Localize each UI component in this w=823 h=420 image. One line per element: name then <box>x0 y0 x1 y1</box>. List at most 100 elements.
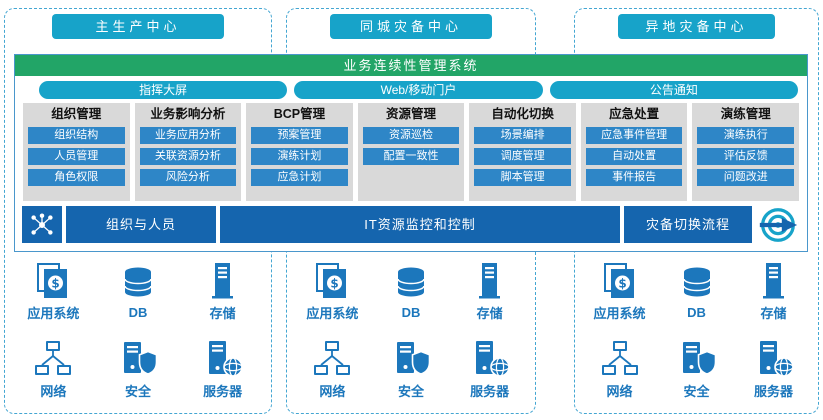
infra-label: 网络 <box>319 383 346 399</box>
module-item[interactable]: 事件报告 <box>585 169 683 186</box>
infrastructure-grid: 应用系统 DB 存储 网络 安全 服务器 <box>293 253 529 408</box>
infra-label: 应用系统 <box>27 306 80 322</box>
infrastructure-grid: 应用系统 DB 存储 网络 安全 服务器 <box>581 253 812 408</box>
network-icon <box>312 339 352 379</box>
infra-item: 服务器 <box>450 331 529 409</box>
modules-row: 组织管理 组织结构 人员管理 角色权限 业务影响分析 业务应用分析 关联资源分析… <box>15 99 807 201</box>
bcm-system-panel: 业务连续性管理系统 指挥大屏 Web/移动门户 公告通知 组织管理 组织结构 人… <box>14 54 808 252</box>
storage-icon <box>754 261 794 301</box>
infra-label: 存储 <box>476 306 503 322</box>
module-item[interactable]: 脚本管理 <box>474 169 571 186</box>
module-item[interactable]: 人员管理 <box>28 148 125 165</box>
module-title: 业务影响分析 <box>150 107 226 121</box>
database-icon <box>118 263 158 303</box>
module-item[interactable]: 角色权限 <box>28 169 125 186</box>
infra-item: 存储 <box>180 253 265 331</box>
infra-item: 应用系统 <box>11 253 96 331</box>
module-resource-mgmt: 资源管理 资源巡检 配置一致性 <box>357 103 465 201</box>
org-people-icon <box>22 206 62 243</box>
module-bcp-mgmt: BCP管理 预案管理 演练计划 应急计划 <box>246 103 353 201</box>
module-business-impact: 业务影响分析 业务应用分析 关联资源分析 风险分析 <box>134 103 242 201</box>
infra-item: DB <box>658 253 735 331</box>
portal-web-mobile[interactable]: Web/移动门户 <box>294 81 543 99</box>
portal-command-screen[interactable]: 指挥大屏 <box>39 81 288 99</box>
infra-item: 网络 <box>293 331 372 409</box>
center-title: 主生产中心 <box>51 14 225 39</box>
module-item[interactable]: 组织结构 <box>28 127 125 144</box>
portal-row: 指挥大屏 Web/移动门户 公告通知 <box>15 76 807 99</box>
network-icon <box>33 339 73 379</box>
security-icon <box>391 339 431 379</box>
infra-label: 服务器 <box>753 383 793 399</box>
module-item[interactable]: 预案管理 <box>251 127 348 144</box>
module-title: 自动化切换 <box>491 107 554 121</box>
module-item[interactable]: 关联资源分析 <box>139 148 237 165</box>
target-arrow-icon <box>756 203 800 247</box>
infra-label: 网络 <box>40 383 67 399</box>
portal-announcement[interactable]: 公告通知 <box>549 81 798 99</box>
infra-label: 服务器 <box>470 383 510 399</box>
module-item[interactable]: 自动处置 <box>585 148 683 165</box>
bar-it-monitoring[interactable]: IT资源监控和控制 <box>220 206 620 243</box>
app-system-icon <box>600 261 640 301</box>
infra-label: 应用系统 <box>306 306 359 322</box>
storage-icon <box>203 261 243 301</box>
server-icon <box>203 339 243 379</box>
module-drill-mgmt: 演练管理 演练执行 评估反馈 问题改进 <box>692 103 800 201</box>
module-item[interactable]: 评估反馈 <box>697 148 795 165</box>
infra-label: 安全 <box>683 383 710 399</box>
infra-item: 网络 <box>11 331 96 409</box>
module-auto-switch: 自动化切换 场景编排 调度管理 脚本管理 <box>469 103 576 201</box>
module-item[interactable]: 应急计划 <box>251 169 348 186</box>
module-item[interactable]: 资源巡检 <box>362 127 460 144</box>
infra-item: 服务器 <box>180 331 265 409</box>
module-item[interactable]: 业务应用分析 <box>139 127 237 144</box>
database-icon <box>677 263 717 303</box>
infra-item: DB <box>96 253 181 331</box>
network-icon <box>600 339 640 379</box>
module-title: 演练管理 <box>720 107 771 121</box>
bar-dr-switch-process[interactable]: 灾备切换流程 <box>624 206 752 243</box>
database-icon <box>391 263 431 303</box>
module-item[interactable]: 演练执行 <box>697 127 795 144</box>
infrastructure-grid: 应用系统 DB 存储 网络 安全 服务器 <box>11 253 265 408</box>
server-icon <box>754 339 794 379</box>
infra-item: 存储 <box>450 253 529 331</box>
center-title: 异地灾备中心 <box>617 14 776 39</box>
infra-label: 安全 <box>397 383 424 399</box>
infra-item: 安全 <box>658 331 735 409</box>
infra-item: 网络 <box>581 331 658 409</box>
module-title: 组织管理 <box>51 107 102 121</box>
security-icon <box>118 339 158 379</box>
storage-icon <box>470 261 510 301</box>
app-system-icon <box>312 261 352 301</box>
bar-org-people[interactable]: 组织与人员 <box>66 206 216 243</box>
infra-label: 网络 <box>606 383 633 399</box>
infra-item: 安全 <box>372 331 451 409</box>
infra-label: DB <box>128 305 148 321</box>
system-title: 业务连续性管理系统 <box>15 55 807 76</box>
infra-label: 存储 <box>760 306 787 322</box>
infra-item: 应用系统 <box>293 253 372 331</box>
module-item[interactable]: 调度管理 <box>474 148 571 165</box>
module-title: 资源管理 <box>386 107 437 121</box>
module-title: 应急处置 <box>609 107 660 121</box>
module-item[interactable]: 演练计划 <box>251 148 348 165</box>
module-item[interactable]: 风险分析 <box>139 169 237 186</box>
server-icon <box>470 339 510 379</box>
module-item[interactable]: 场景编排 <box>474 127 571 144</box>
module-title: BCP管理 <box>273 107 326 121</box>
center-title: 同城灾备中心 <box>330 14 492 39</box>
app-system-icon <box>33 261 73 301</box>
module-item[interactable]: 配置一致性 <box>362 148 460 165</box>
module-item[interactable]: 问题改进 <box>697 169 795 186</box>
infra-label: 应用系统 <box>593 306 646 322</box>
infra-label: DB <box>401 305 421 321</box>
infra-label: 服务器 <box>203 383 243 399</box>
module-item[interactable]: 应急事件管理 <box>585 127 683 144</box>
security-icon <box>677 339 717 379</box>
infra-label: DB <box>687 305 706 321</box>
infra-label: 存储 <box>209 306 236 322</box>
module-org-mgmt: 组织管理 组织结构 人员管理 角色权限 <box>23 103 130 201</box>
